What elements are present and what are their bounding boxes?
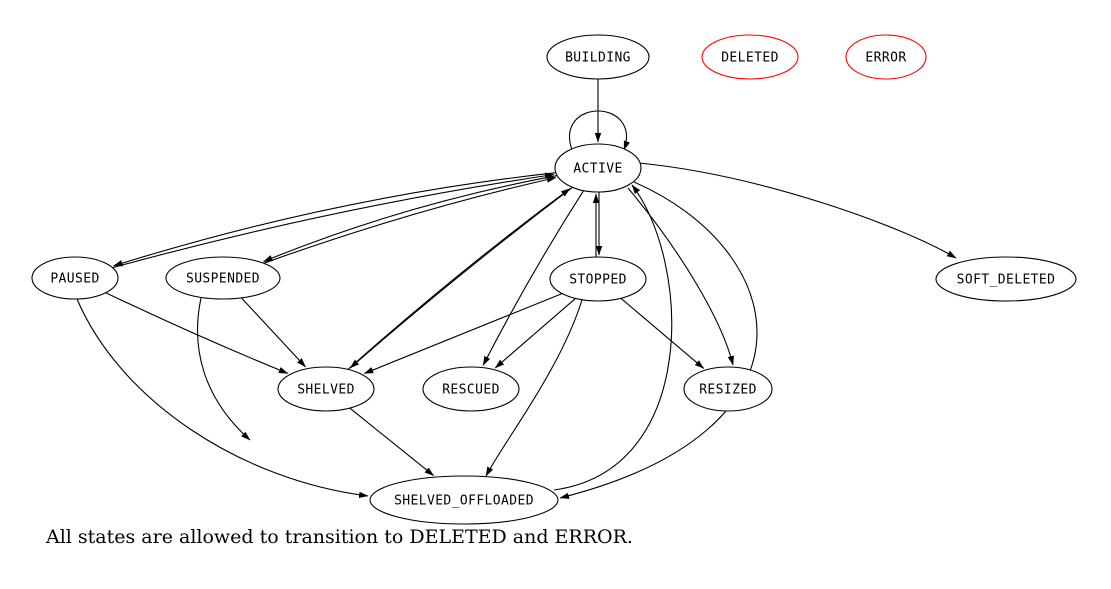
edge-stopped-to-shelved-offloaded — [485, 299, 583, 477]
state-node-label: SOFT_DELETED — [957, 273, 1056, 288]
edge-paused-to-shelved-offloaded — [76, 298, 369, 499]
edge-stopped-to-shelved — [363, 293, 563, 375]
edge-active-to-resized — [627, 187, 734, 366]
state-node-outline-active — [554, 143, 642, 193]
state-node-label: SHELVED_OFFLOADED — [394, 494, 534, 509]
state-node-outline-error — [845, 34, 927, 80]
edge-paused-to-active — [112, 172, 555, 269]
edge-active-to-shelved — [349, 186, 573, 369]
state-node-rescued[interactable]: RESCUED — [422, 366, 520, 412]
diagram-caption: All states are allowed to transition to … — [45, 526, 633, 548]
state-node-outline-shelved-offloaded — [369, 475, 559, 525]
state-node-paused[interactable]: PAUSED — [31, 256, 119, 300]
state-node-label: ACTIVE — [573, 162, 622, 177]
state-node-shelved[interactable]: SHELVED — [277, 366, 375, 412]
state-node-label: BUILDING — [565, 51, 631, 66]
state-node-outline-paused — [31, 256, 119, 300]
state-node-outline-shelved — [277, 366, 375, 412]
edge-shelved-to-active — [347, 188, 571, 370]
state-node-shelved-offloaded[interactable]: SHELVED_OFFLOADED — [369, 475, 559, 525]
nodes-layer: BUILDING DELETED ERROR ACTIVE PAUSED SUSPENDE… — [31, 34, 1077, 525]
state-node-outline-stopped — [549, 256, 647, 302]
edge-stopped-to-rescued — [494, 297, 576, 369]
state-node-label: PAUSED — [50, 272, 99, 287]
edge-shelved-offloaded-to-active — [553, 184, 673, 491]
edge-active-to-rescued — [482, 190, 585, 366]
state-node-label: SHELVED — [297, 383, 355, 398]
state-node-stopped[interactable]: STOPPED — [549, 256, 647, 302]
state-node-label: RESIZED — [699, 383, 757, 398]
edge-stopped-to-resized — [620, 297, 705, 369]
edge-active-to-active-self-loop — [569, 110, 630, 151]
state-node-label: SUSPENDED — [186, 272, 260, 287]
edge-active-to-soft-deleted — [638, 162, 957, 259]
edge-active-to-suspended — [263, 175, 558, 263]
state-node-label: ERROR — [865, 51, 906, 66]
state-node-building[interactable]: BUILDING — [546, 34, 650, 80]
state-node-outline-rescued — [422, 366, 520, 412]
state-node-outline-soft-deleted — [935, 256, 1077, 302]
state-node-error[interactable]: ERROR — [845, 34, 927, 80]
edge-suspended-to-shelved-offloaded — [197, 297, 251, 441]
state-node-label: STOPPED — [569, 273, 627, 288]
edge-suspended-to-shelved — [240, 297, 306, 368]
state-node-label: DELETED — [721, 51, 779, 66]
state-node-outline-building — [546, 34, 650, 80]
edge-shelved-to-shelved-offloaded — [349, 407, 434, 477]
state-node-soft-deleted[interactable]: SOFT_DELETED — [935, 256, 1077, 302]
edge-active-to-paused — [113, 172, 556, 267]
edges-layer — [76, 79, 957, 499]
edge-paused-to-shelved — [105, 292, 289, 374]
state-node-outline-suspended — [165, 256, 281, 300]
state-node-label: RESCUED — [442, 383, 500, 398]
edge-active-to-shelved-offloaded — [559, 181, 758, 499]
state-node-active[interactable]: ACTIVE — [554, 143, 642, 193]
state-node-resized[interactable]: RESIZED — [683, 366, 773, 412]
state-node-outline-deleted — [701, 34, 799, 80]
state-node-suspended[interactable]: SUSPENDED — [165, 256, 281, 300]
state-node-outline-resized — [683, 366, 773, 412]
state-node-deleted[interactable]: DELETED — [701, 34, 799, 80]
edge-suspended-to-active — [263, 176, 557, 264]
